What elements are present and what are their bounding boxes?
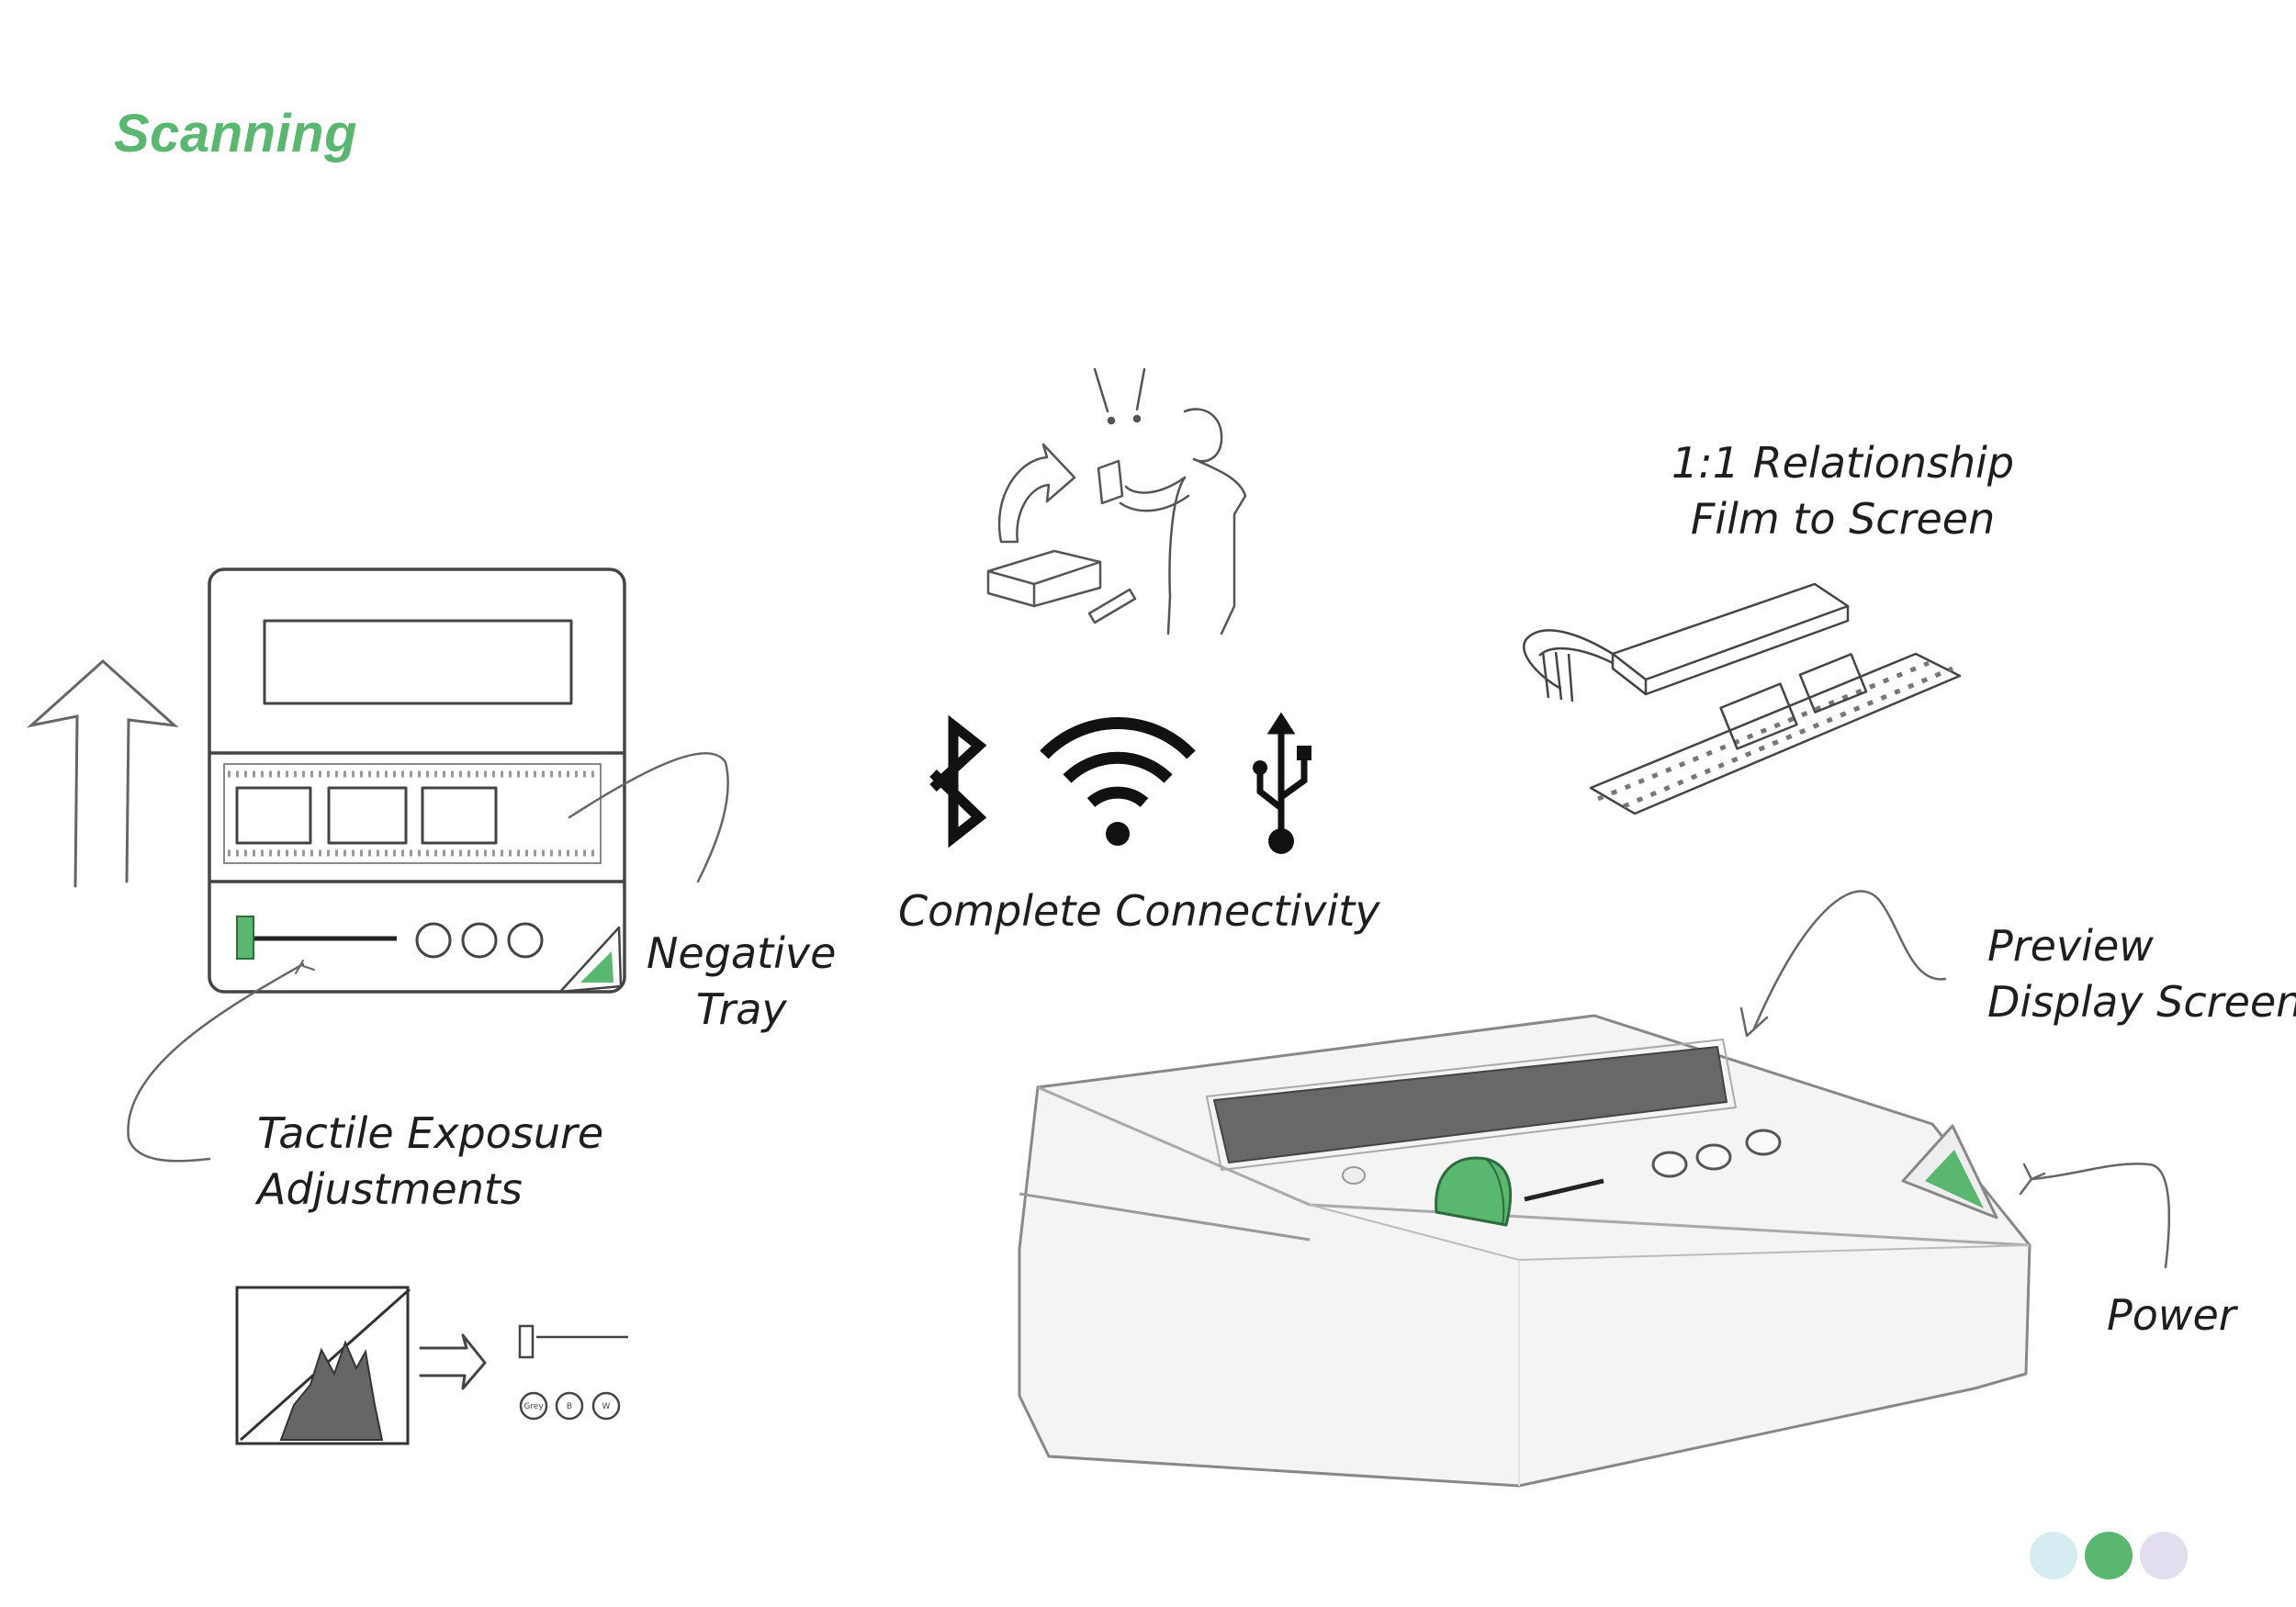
page-dot-2-active[interactable] bbox=[2085, 1532, 2133, 1579]
page-title: Scanning bbox=[114, 104, 358, 163]
control-label-w: W bbox=[602, 1402, 611, 1411]
negative-tray-line-1: Negative bbox=[647, 928, 837, 978]
preview-screen-label: Preview Display Screen bbox=[1987, 918, 2296, 1030]
negative-tray-label: Negative Tray bbox=[647, 926, 836, 1038]
usb-icon bbox=[1253, 712, 1311, 854]
up-arrow-sketch bbox=[26, 658, 179, 888]
arrow-right-sketch bbox=[419, 1333, 487, 1390]
exposure-slider-knob bbox=[236, 916, 254, 960]
confused-user-sketch bbox=[986, 367, 1247, 635]
control-label-grey: Grey bbox=[523, 1402, 544, 1411]
relationship-label: 1:1 Relationship Film to Screen bbox=[1671, 435, 2014, 547]
preview-screen-line-1: Preview bbox=[1987, 921, 2154, 971]
bluetooth-icon bbox=[929, 714, 987, 848]
relationship-line-2: Film to Screen bbox=[1690, 494, 1996, 544]
page-indicator bbox=[2030, 1532, 2195, 1581]
tactile-exposure-label: Tactile Exposure Adjustments bbox=[257, 1106, 603, 1218]
controls-sketch bbox=[518, 1324, 628, 1421]
tactile-exposure-line-1: Tactile Exposure bbox=[257, 1108, 604, 1158]
device-3d-render bbox=[1018, 1014, 2032, 1488]
control-label-b: B bbox=[567, 1402, 572, 1411]
connectivity-label: Complete Connectivity bbox=[898, 886, 1380, 936]
histogram-sketch bbox=[235, 1286, 411, 1445]
relationship-line-1: 1:1 Relationship bbox=[1671, 438, 2015, 488]
leader-lines-right bbox=[1739, 890, 2171, 1269]
tactile-exposure-line-2: Adjustments bbox=[257, 1164, 523, 1214]
preview-screen-line-2: Display Screen bbox=[1987, 977, 2296, 1027]
device-top-view bbox=[208, 568, 626, 994]
leader-lines-left bbox=[127, 752, 729, 1163]
film-to-screen-sketch bbox=[1523, 582, 1962, 815]
page-dot-3[interactable] bbox=[2140, 1532, 2188, 1579]
wifi-icon bbox=[1040, 717, 1196, 846]
page-dot-1[interactable] bbox=[2030, 1532, 2077, 1579]
power-label: Power bbox=[2107, 1290, 2236, 1340]
power-button-top bbox=[580, 951, 613, 983]
negative-tray-line-2: Tray bbox=[695, 984, 787, 1034]
